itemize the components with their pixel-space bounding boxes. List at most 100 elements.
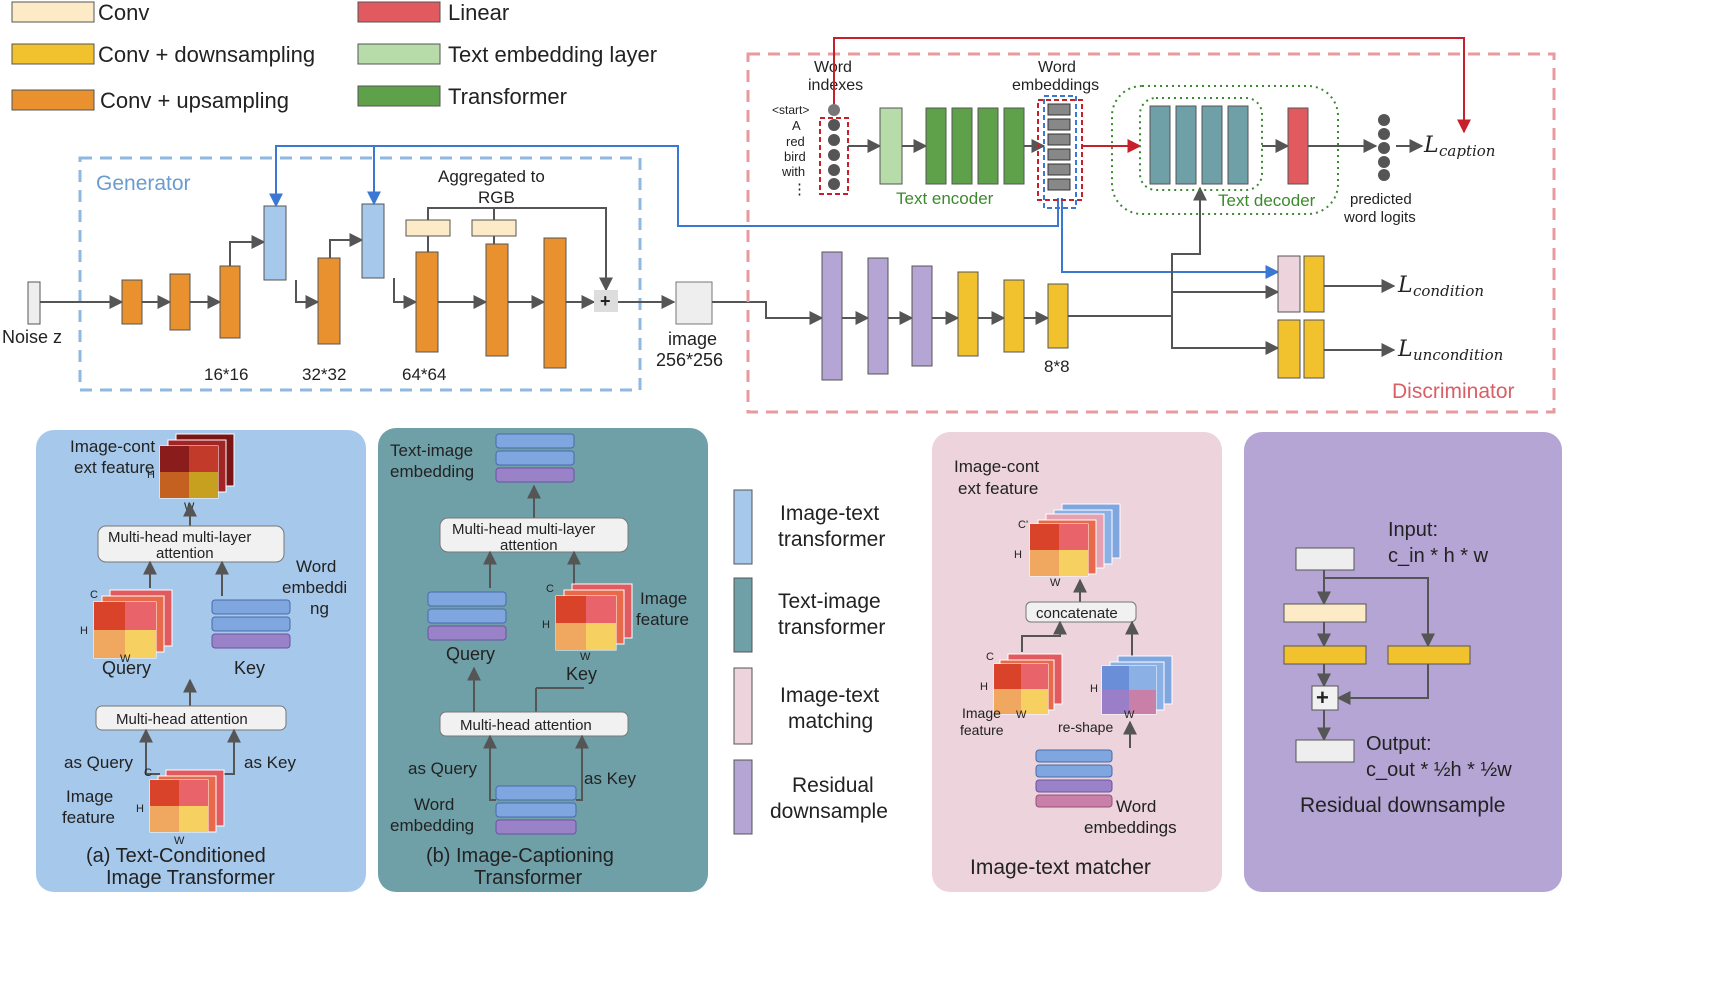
- embedding-cell: [1047, 163, 1071, 176]
- panel-a-key-label: Key: [234, 658, 265, 678]
- legend-tit-swatch: [733, 577, 753, 653]
- panel-b-output-embedding: [495, 433, 575, 483]
- logit-dot: [1378, 128, 1390, 140]
- legend: Conv Conv + downsampling Conv + upsampli…: [11, 0, 657, 113]
- disc-conv-down-2: [1003, 279, 1025, 353]
- predicted-label-2: word logits: [1343, 209, 1416, 226]
- panel-residual-downsample: Input: c_in * h * w + Output: c_out * ½h…: [1244, 432, 1562, 892]
- legend-tit-label-1: Text-image: [778, 590, 881, 613]
- linear-block: [1287, 107, 1309, 185]
- logit-dot: [1378, 156, 1390, 168]
- legend-rd-label-2: downsample: [770, 800, 888, 823]
- generator-title: Generator: [96, 172, 191, 195]
- panel-a-as-key: as Key: [244, 753, 296, 772]
- panel-b-as-key: as Key: [584, 769, 636, 788]
- legend-text-emb-label: Text embedding layer: [448, 42, 657, 67]
- matcher-output-cube: C' H W: [1014, 503, 1121, 589]
- resdown-conv-down-main: [1283, 645, 1367, 665]
- disc-uncond-conv-1: [1277, 319, 1301, 379]
- reshape-label: re-shape: [1058, 719, 1113, 735]
- panel-a-feature-label-2: ext feature: [74, 458, 154, 477]
- panel-b-word-embedding: [495, 785, 577, 835]
- concatenate-box: [1025, 601, 1137, 623]
- resdown-output-block: [1295, 739, 1355, 763]
- matcher-cp-label: C': [1018, 519, 1028, 531]
- panel-a-as-query: as Query: [64, 753, 133, 772]
- text-decoder-block: [1149, 105, 1171, 185]
- disc-uncond-conv-2: [1303, 319, 1325, 379]
- panel-b-word-label-2: embedding: [390, 816, 474, 835]
- panel-a-query-w: W: [120, 653, 131, 665]
- panel-a-h-label: H: [147, 469, 155, 481]
- panel-b-mhmla-label-1: Multi-head multi-layer: [452, 521, 595, 538]
- res-64-label: 64*64: [402, 365, 446, 384]
- token-list: <start> A red bird with ⋮: [772, 103, 809, 198]
- text-decoder-block: [1227, 105, 1249, 185]
- resdown-input-label-2: c_in * h * w: [1388, 545, 1489, 567]
- logit-dot: [1378, 142, 1390, 154]
- panel-a-word-label-2: embeddi: [282, 578, 347, 597]
- gen-image-text-transformer-2: [361, 203, 385, 279]
- discriminator: Discriminator 8*8 L condition L uncondit…: [746, 37, 1556, 414]
- noise-block: [27, 281, 41, 325]
- legend-rd-label-1: Residual: [792, 774, 874, 797]
- loss-caption-symbol: L: [1423, 133, 1439, 158]
- token-with: with: [781, 164, 805, 179]
- matcher-feature-label-1: Image-cont: [954, 457, 1039, 476]
- text-encoder-label: Text encoder: [896, 189, 994, 208]
- resdown-output-label-2: c_out * ½h * ½w: [1366, 759, 1512, 781]
- panel-b-query-label: Query: [446, 644, 495, 664]
- word-indexes-label-2: indexes: [808, 77, 863, 94]
- generator: Generator Noise z 16*16 32*32 64*64 Aggr…: [2, 156, 676, 392]
- panel-a-image-feature-cube: H C W: [136, 767, 225, 847]
- legend-conv-label: Conv: [98, 0, 149, 25]
- text-decoder-block: [1201, 105, 1223, 185]
- matcher-word-label-2: embeddings: [1084, 818, 1177, 837]
- text-decoder-outer-frame: [1111, 85, 1339, 215]
- panel-b-img-feat-label-1: Image: [640, 589, 687, 608]
- panel-b-mhmla-box: [439, 517, 629, 553]
- gen-rgb-conv-1: [405, 219, 451, 237]
- loss-uncondition-symbol: L: [1397, 337, 1413, 362]
- panel-a-caption-2: Image Transformer: [106, 867, 275, 889]
- panel-b-mha-box: [439, 711, 629, 737]
- panel-b-mha-label: Multi-head attention: [460, 717, 592, 734]
- panel-a-img-feat-label-1: Image: [66, 787, 113, 806]
- panel-a-mha-box: [95, 705, 287, 731]
- panel-a-mhmla-box: [97, 525, 285, 563]
- embedding-cell: [1047, 118, 1071, 131]
- panel-a-word-label-3: ng: [310, 599, 329, 618]
- legend-linear-swatch: [357, 1, 441, 23]
- panel-a-img-h: H: [136, 803, 144, 815]
- discriminator-title: Discriminator: [1392, 380, 1515, 403]
- word-indexes-frame: [819, 117, 849, 195]
- word-embeddings-label-1: Word: [1038, 59, 1076, 76]
- resdown-sum-symbol: +: [1316, 685, 1329, 710]
- word-indexes-label-1: Word: [814, 59, 852, 76]
- noise-label: Noise z: [2, 327, 62, 347]
- matcher-word-h: H: [1090, 683, 1098, 695]
- resdown-conv: [1283, 603, 1367, 623]
- matcher-background: [932, 432, 1222, 892]
- resdown-output-label-1: Output:: [1366, 733, 1432, 755]
- panel-a-query-cube: H C W: [80, 589, 173, 665]
- panel-text-conditioned-image-transformer: Image-cont ext feature H W Multi-head mu…: [36, 430, 366, 892]
- gen-conv-up-7: [543, 237, 567, 369]
- matcher-img-w: W: [1016, 709, 1027, 721]
- word-embeddings-label-2: embeddings: [1012, 77, 1099, 94]
- res-32-label: 32*32: [302, 365, 346, 384]
- panel-a-query-c: C: [90, 589, 98, 601]
- text-encoder-block: [925, 107, 947, 185]
- text-decoder-label: Text decoder: [1218, 191, 1316, 210]
- aggregated-label-1: Aggregated to: [438, 167, 545, 186]
- matcher-feature-label-2: ext feature: [958, 479, 1038, 498]
- index-dot: [828, 149, 840, 161]
- block-legend: Image-text transformer Text-image transf…: [733, 489, 888, 835]
- matcher-title: Image-text matcher: [970, 856, 1151, 879]
- panel-a-img-feat-label-2: feature: [62, 808, 115, 827]
- panel-a-img-w: W: [174, 835, 185, 847]
- loss-condition-subscript: condition: [1413, 282, 1484, 300]
- resdown-input-block: [1295, 547, 1355, 571]
- panel-a-query-label: Query: [102, 658, 151, 678]
- res-8-label: 8*8: [1044, 357, 1070, 376]
